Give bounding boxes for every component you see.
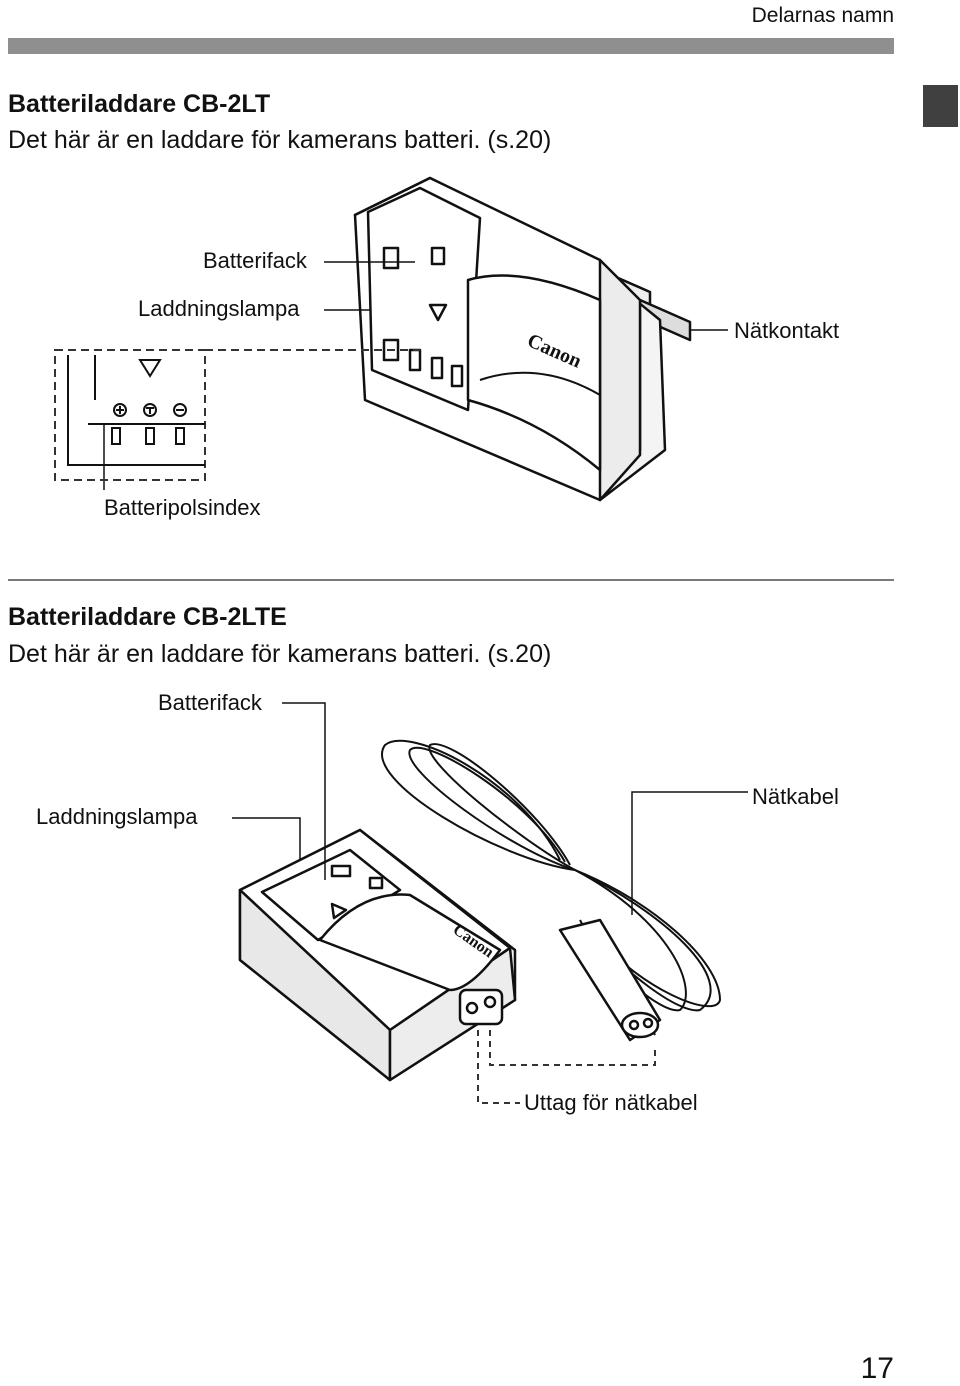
section-marker (923, 85, 958, 127)
section-header-label: Delarnas namn (751, 4, 894, 27)
page-number: 17 (860, 1352, 894, 1385)
canon-logo-2: Canon (450, 921, 497, 961)
label-charge-lamp-2: Laddningslampa (36, 804, 198, 829)
label-charge-lamp-1: Laddningslampa (138, 296, 300, 321)
label-polarity-index: Batteripolsindex (104, 495, 261, 520)
label-cord-socket: Uttag för nätkabel (524, 1090, 698, 1115)
section1-description: Det här är en laddare för kamerans batte… (8, 126, 552, 154)
section2-title: Batteriladdare CB-2LTE (8, 603, 287, 631)
label-battery-slot-2: Batterifack (158, 690, 262, 715)
section1-title: Batteriladdare CB-2LT (8, 90, 271, 118)
section2-description: Det här är en laddare för kamerans batte… (8, 640, 552, 668)
label-battery-slot-1: Batterifack (203, 248, 307, 273)
canon-logo-1: Canon (524, 329, 585, 372)
label-power-cord: Nätkabel (752, 784, 839, 809)
label-plug: Nätkontakt (734, 318, 840, 343)
section-divider (8, 579, 894, 581)
header-bar (8, 38, 894, 54)
